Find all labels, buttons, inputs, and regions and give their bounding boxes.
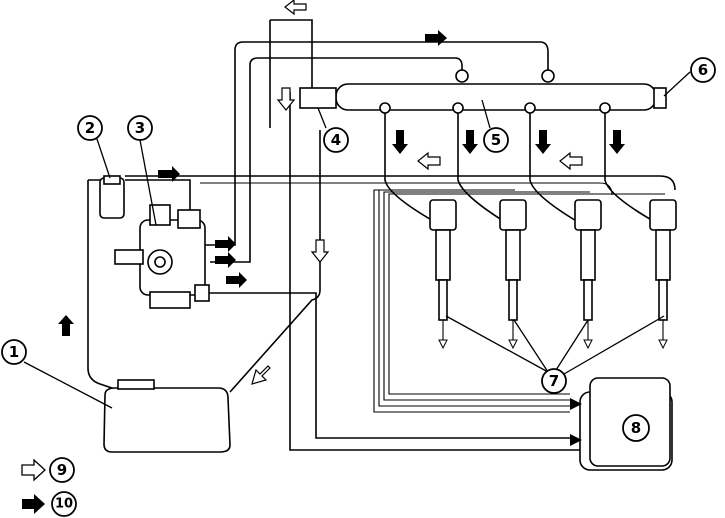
leader-1 bbox=[23, 361, 113, 409]
injector-wire-d bbox=[388, 193, 665, 395]
return-top-pipe bbox=[269, 19, 313, 128]
callout-10: 10 bbox=[51, 491, 77, 517]
tank-feed-pipe bbox=[87, 180, 119, 391]
hollow-arrow-down-1 bbox=[276, 87, 296, 111]
rail-port-c bbox=[379, 102, 391, 114]
filter-cap bbox=[103, 175, 121, 185]
solid-arrow-inj-1 bbox=[392, 130, 408, 154]
ecu-arrow-lower bbox=[570, 434, 582, 446]
callout-4: 4 bbox=[323, 127, 349, 153]
callout-8: 8 bbox=[622, 414, 650, 442]
callout-4-label: 4 bbox=[331, 131, 341, 149]
injector-1 bbox=[429, 199, 457, 350]
solid-arrow-pump-3 bbox=[215, 252, 236, 268]
solid-arrow-pump-out bbox=[158, 166, 180, 182]
hollow-arrow-diag bbox=[251, 365, 271, 385]
callout-7-label: 7 bbox=[549, 372, 559, 390]
rail-to-injector-3 bbox=[529, 105, 579, 223]
solid-arrow-icon bbox=[22, 494, 45, 514]
leader-7b bbox=[513, 319, 549, 373]
callout-8-label: 8 bbox=[631, 419, 641, 437]
hollow-arrow-left-2 bbox=[559, 151, 583, 171]
hp-feed-pipe bbox=[205, 41, 549, 246]
leader-2 bbox=[95, 135, 111, 179]
leader-6 bbox=[663, 71, 691, 97]
callout-6-label: 6 bbox=[698, 61, 708, 79]
solid-arrow-inj-3 bbox=[535, 130, 551, 154]
solid-arrow-inj-4 bbox=[609, 130, 625, 154]
hollow-arrow-top bbox=[284, 0, 307, 16]
rail-port-b bbox=[541, 69, 555, 83]
leader-7d bbox=[563, 315, 665, 375]
hollow-arrow-left-1 bbox=[417, 151, 441, 171]
rail-port-e bbox=[524, 102, 536, 114]
solid-arrow-inj-2 bbox=[462, 130, 478, 154]
ecu-arrow-upper bbox=[570, 398, 582, 410]
injector-wire-b bbox=[378, 189, 570, 407]
legend: 9 10 bbox=[21, 457, 77, 517]
leader-7c bbox=[555, 319, 589, 371]
callout-6: 6 bbox=[690, 57, 716, 83]
injector-2 bbox=[499, 199, 527, 350]
callout-2-label: 2 bbox=[85, 119, 95, 137]
leader-7a bbox=[445, 315, 549, 373]
rail-to-injector-1 bbox=[384, 110, 436, 223]
callout-2: 2 bbox=[77, 115, 103, 141]
solid-arrow-pump-2 bbox=[215, 236, 236, 252]
leader-3 bbox=[139, 139, 157, 226]
callout-3-label: 3 bbox=[135, 119, 145, 137]
callout-10-label: 10 bbox=[55, 497, 73, 512]
pressure-sensor bbox=[653, 87, 667, 109]
hollow-arrow-icon bbox=[21, 458, 46, 482]
callout-1: 1 bbox=[1, 339, 27, 365]
return-tank-pipe bbox=[229, 130, 321, 393]
callout-9: 9 bbox=[49, 457, 75, 483]
leader-4 bbox=[317, 107, 327, 129]
rail-port-a bbox=[455, 69, 469, 83]
leader-5 bbox=[481, 99, 491, 129]
leakoff-line-2 bbox=[200, 182, 613, 196]
callout-3: 3 bbox=[127, 115, 153, 141]
fuel-tank bbox=[103, 387, 231, 453]
rail-return-pipe bbox=[289, 92, 580, 451]
solid-arrow-tank-up bbox=[58, 315, 74, 336]
tank-filler bbox=[117, 379, 155, 390]
rail-to-injector-2 bbox=[457, 110, 506, 223]
hollow-arrow-down-2 bbox=[310, 239, 330, 263]
callout-9-label: 9 bbox=[57, 461, 67, 479]
rail-to-injector-4 bbox=[604, 108, 656, 223]
rail-port-f bbox=[599, 102, 611, 114]
solid-arrow-top bbox=[425, 30, 447, 46]
high-pressure-pump bbox=[114, 204, 210, 309]
injector-wire-c bbox=[383, 191, 590, 401]
callout-7: 7 bbox=[541, 368, 567, 394]
callout-5-label: 5 bbox=[491, 131, 501, 149]
rail-port-d bbox=[452, 102, 464, 114]
callout-1-label: 1 bbox=[9, 343, 19, 361]
pressure-regulator bbox=[299, 87, 337, 109]
injector-wire-a bbox=[373, 189, 570, 413]
hp-feed-pipe-2 bbox=[210, 57, 463, 263]
injector-4 bbox=[649, 199, 677, 350]
injector-3 bbox=[574, 199, 602, 350]
callout-5: 5 bbox=[483, 127, 509, 153]
sensor-line-ecu bbox=[205, 292, 570, 439]
leakoff-line bbox=[125, 175, 676, 191]
solid-arrow-pump-4 bbox=[226, 272, 247, 288]
